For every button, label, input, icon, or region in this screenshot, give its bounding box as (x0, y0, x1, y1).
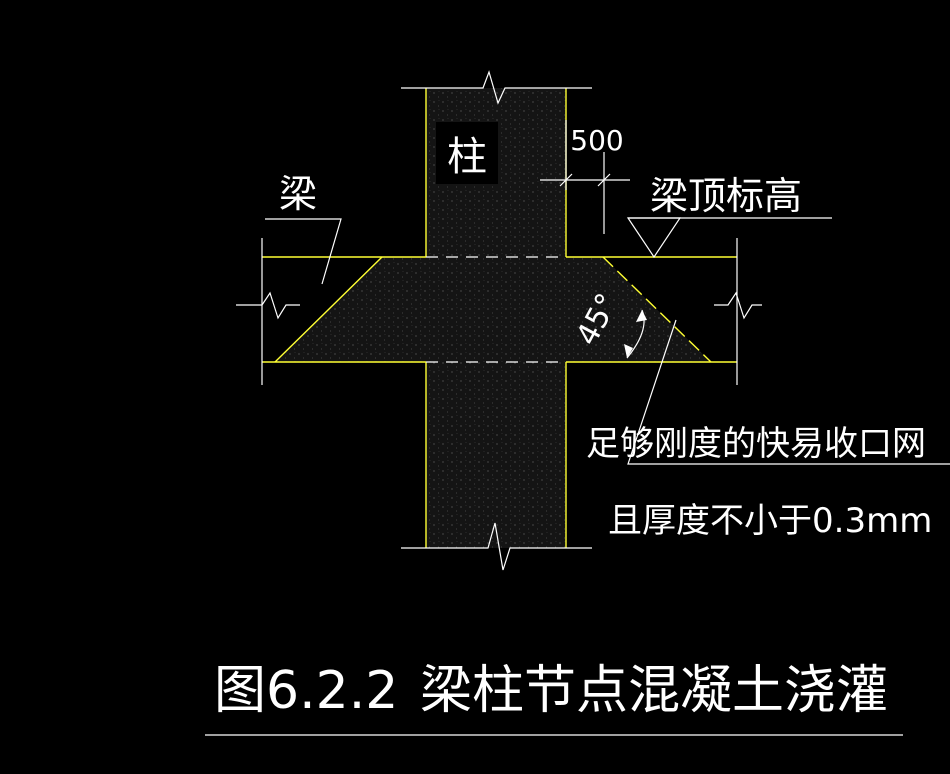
joint-dashed-lines (426, 256, 566, 363)
beam-label: 梁 (279, 172, 317, 216)
mesh-label-line2: 且厚度不小于0.3mm (608, 501, 932, 541)
column-bottom-break (401, 522, 592, 571)
figure-title: 梁柱节点混凝土浇灌 (420, 661, 888, 721)
mesh-diagonal-lines (274, 256, 712, 363)
beam-outline (261, 238, 738, 385)
elevation-marker: 梁顶标高 (626, 174, 832, 259)
column-lower-fill (426, 362, 566, 548)
elevation-label: 梁顶标高 (650, 174, 802, 218)
mesh-label-line1: 足够刚度的快易收口网 (586, 424, 926, 464)
dimension-500: 500 (540, 120, 630, 234)
angle-arrow-bottom (624, 344, 633, 358)
beam-right-break (714, 291, 762, 320)
joint-taper-fill (275, 257, 711, 362)
beam-leader-line (265, 218, 342, 285)
figure-number: 图6.2.2 (214, 661, 398, 721)
column-top-break (401, 70, 592, 105)
column-label: 柱 (447, 134, 487, 180)
dimension-value: 500 (570, 124, 623, 157)
mesh-leader-line (627, 319, 950, 465)
angle-arrow-top (636, 310, 647, 322)
concrete-region (275, 88, 711, 548)
beam-left-break (236, 291, 300, 320)
column-label-bg (436, 122, 498, 184)
